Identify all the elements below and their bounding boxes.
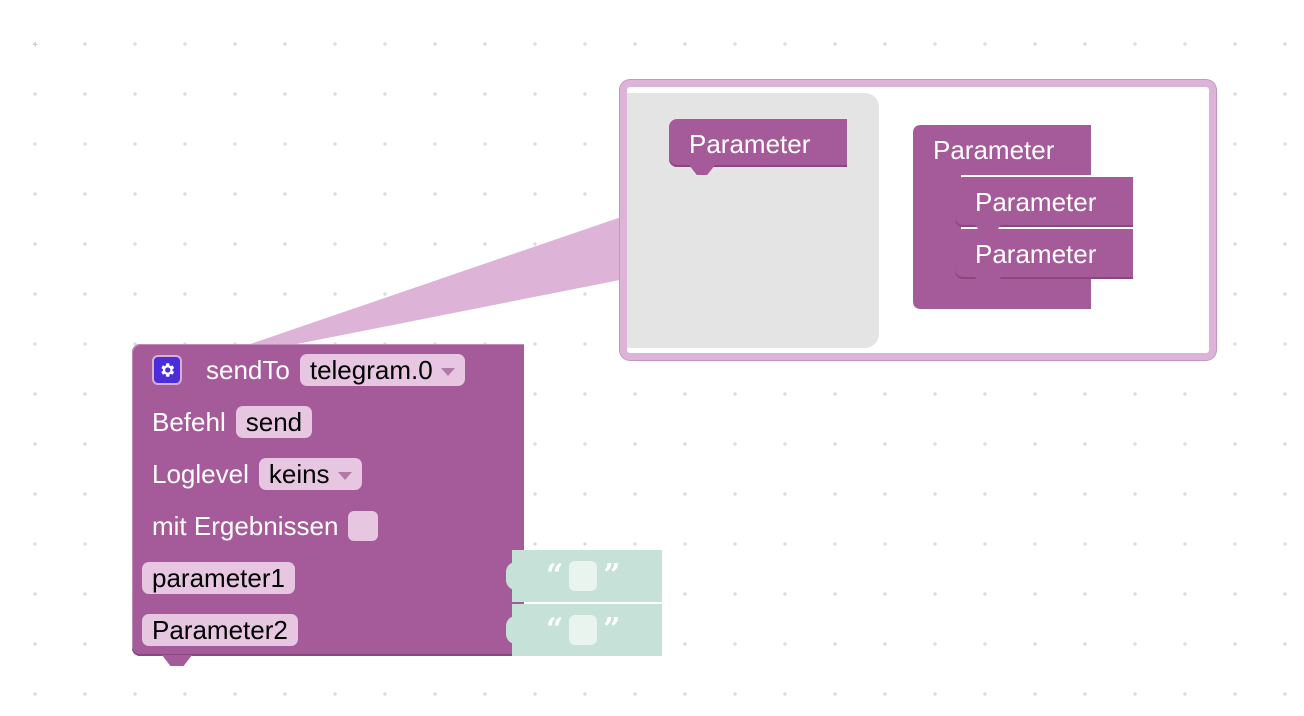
command-label: Befehl	[152, 406, 226, 437]
param-row: Parameter2	[142, 612, 298, 648]
close-quote-icon: ”	[603, 558, 621, 593]
block-next-connection	[162, 655, 192, 666]
text-block-output-tab	[506, 562, 524, 590]
gear-icon	[161, 363, 175, 377]
adapter-dropdown[interactable]: telegram.0	[299, 354, 465, 386]
results-row: mit Ergebnissen	[152, 508, 379, 544]
param-name-input[interactable]: parameter1	[142, 562, 295, 594]
open-quote-icon: “	[546, 612, 564, 647]
results-checkbox[interactable]	[348, 511, 379, 541]
param-name-value: parameter1	[152, 563, 285, 593]
chevron-down-icon	[440, 367, 455, 376]
loglevel-dropdown[interactable]: keins	[258, 458, 362, 490]
chevron-down-icon	[337, 471, 352, 480]
command-row: Befehl send	[152, 404, 313, 440]
param-name-input[interactable]: Parameter2	[142, 614, 298, 646]
param-row: parameter1	[142, 560, 295, 596]
loglevel-row: Loglevel keins	[152, 456, 362, 492]
mutator-item-label: Parameter	[975, 239, 1097, 269]
text-block-output-tab	[506, 616, 524, 644]
sendto-title: sendTo	[206, 354, 290, 385]
results-label: mit Ergebnissen	[152, 510, 339, 541]
command-input-value: send	[245, 407, 303, 437]
mutator-bubble[interactable]: Parameter Parameter Parameter Parameter	[620, 80, 1216, 360]
open-quote-icon: “	[546, 558, 564, 593]
adapter-dropdown-value: telegram.0	[309, 355, 433, 385]
text-block-input[interactable]	[569, 561, 598, 591]
text-block[interactable]: “ ”	[506, 550, 662, 602]
mutator-item-label: Parameter	[975, 187, 1097, 217]
container-label: Parameter	[933, 135, 1055, 165]
text-block-input[interactable]	[569, 615, 598, 645]
flyout-parameter-label: Parameter	[689, 129, 811, 159]
sendto-header-row: sendTo telegram.0	[152, 352, 465, 388]
flyout-parameter-block[interactable]: Parameter	[669, 119, 847, 175]
mutator-item-block[interactable]: Parameter	[955, 229, 1133, 287]
close-quote-icon: ”	[603, 612, 621, 647]
loglevel-label: Loglevel	[152, 458, 249, 489]
mutator-flyout: Parameter	[627, 93, 879, 348]
param-name-value: Parameter2	[152, 615, 288, 645]
mutator-container-block[interactable]: Parameter Parameter Parameter	[913, 125, 1133, 309]
text-block[interactable]: “ ”	[506, 604, 662, 656]
command-input[interactable]: send	[235, 406, 313, 438]
sendto-block[interactable]: sendTo telegram.0 Befehl send Loglevel k…	[132, 344, 524, 666]
mutator-gear-button[interactable]	[152, 355, 182, 385]
loglevel-dropdown-value: keins	[268, 459, 330, 489]
mutator-item-block[interactable]: Parameter	[955, 177, 1133, 235]
